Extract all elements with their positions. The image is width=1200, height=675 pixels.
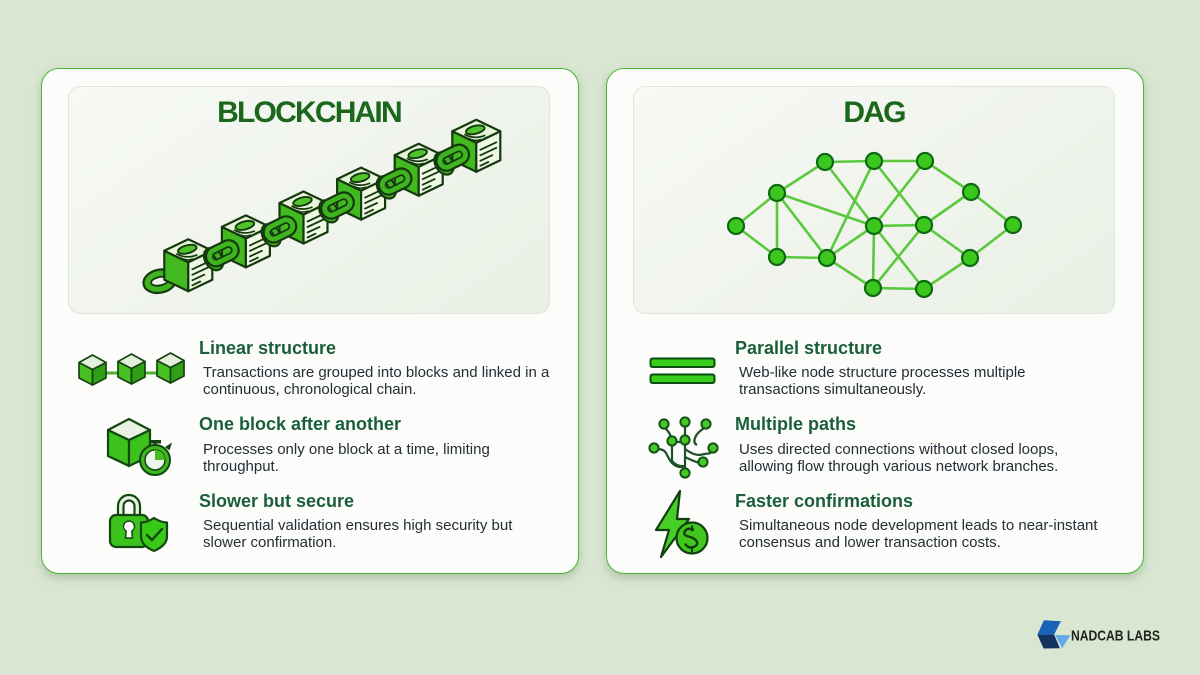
svg-text:NADCAB LABS: NADCAB LABS: [1071, 627, 1160, 643]
